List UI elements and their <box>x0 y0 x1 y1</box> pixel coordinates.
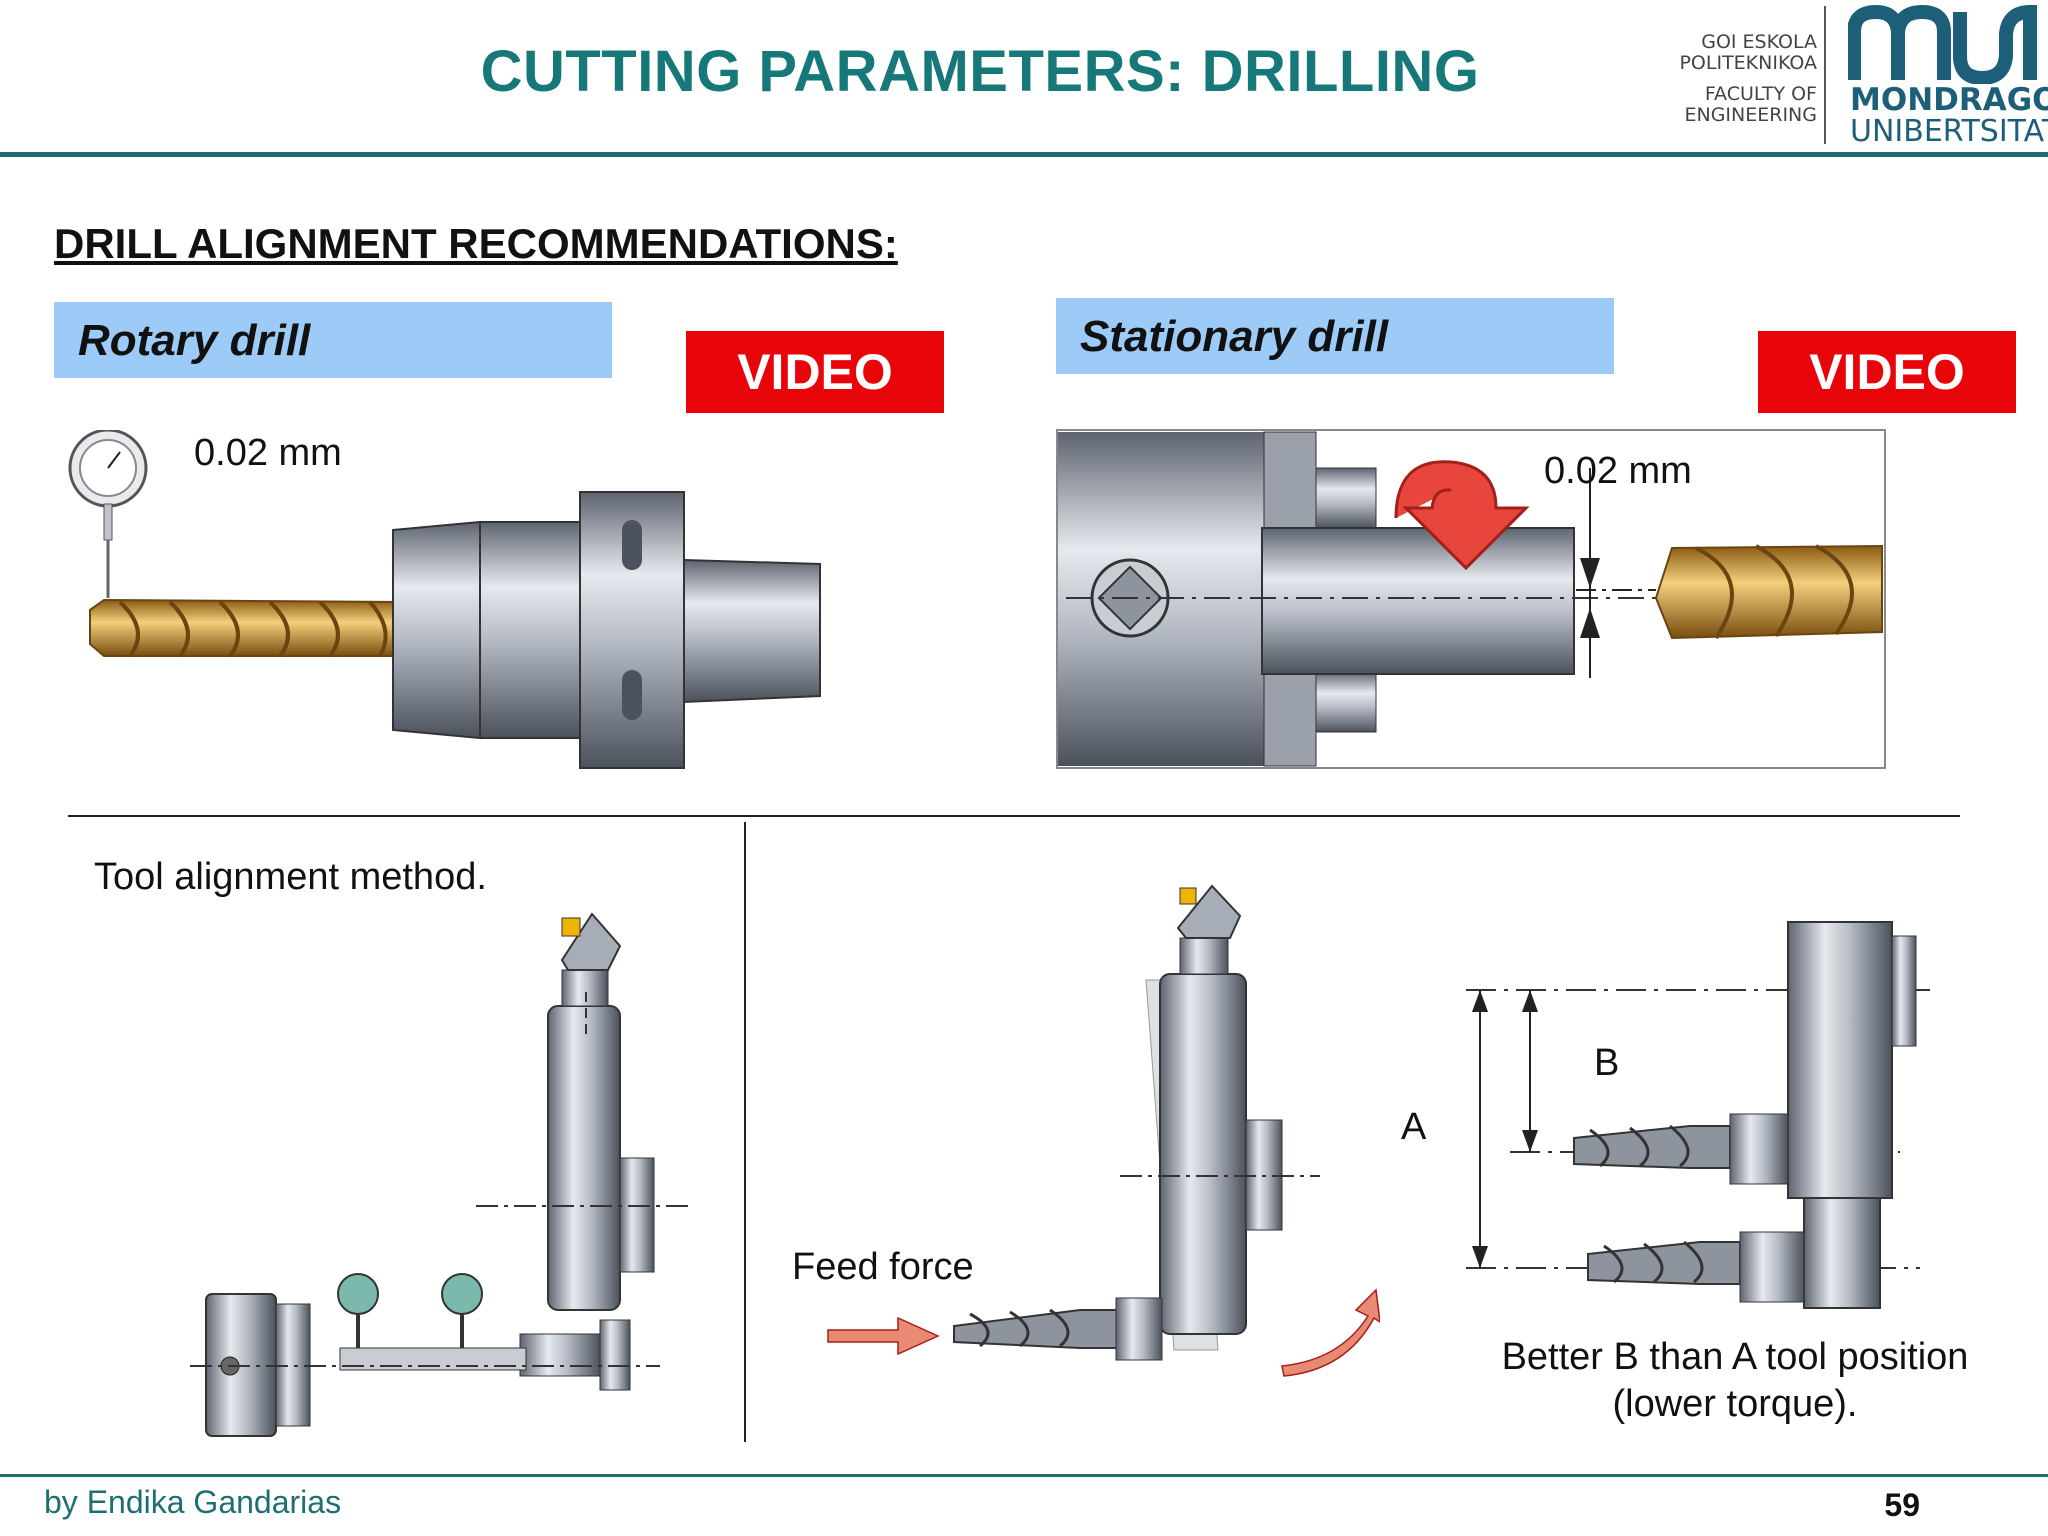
stationary-drill-label-box: Stationary drill <box>1056 298 1614 374</box>
tool-position-illustration <box>1466 921 1930 1309</box>
tool-holder-icon <box>392 491 821 769</box>
rotary-tolerance: 0.02 mm <box>194 432 342 474</box>
feed-force-arrow-icon <box>827 1316 940 1356</box>
twist-drill-icon <box>1654 544 1883 640</box>
tool-position-caption-line-1: Better B than A tool position <box>1501 1336 1969 1378</box>
feed-force-label: Feed force <box>792 1246 974 1288</box>
horizontal-divider <box>68 815 1960 817</box>
faculty-logo-text: GOI ESKOLA POLITEKNIKOA FACULTY OF ENGIN… <box>1665 32 1817 126</box>
dial-gauge-icon <box>68 430 148 598</box>
dial-gauge-icon <box>441 1273 483 1348</box>
torque-arrow-icon <box>1281 1288 1380 1377</box>
university-name: MONDRAGON <box>1850 82 2048 118</box>
header-divider <box>0 152 2048 157</box>
logo-divider <box>1824 6 1826 144</box>
section-heading: DRILL ALIGNMENT RECOMMENDATIONS: <box>54 220 898 267</box>
twist-drill-icon <box>89 598 401 658</box>
logo-line-3: FACULTY OF <box>1704 83 1817 105</box>
tool-position-caption-line-2: (lower torque). <box>1612 1383 1858 1425</box>
logo-line-4: ENGINEERING <box>1684 104 1817 126</box>
dial-gauge-icon <box>337 1273 379 1348</box>
footer-divider <box>0 1474 2048 1477</box>
stationary-drill-label: Stationary drill <box>1080 312 1389 361</box>
rotary-video-button[interactable]: VIDEO <box>686 331 944 413</box>
logo-line-2: POLITEKNIKOA <box>1679 52 1817 74</box>
logo-line-1: GOI ESKOLA <box>1701 31 1817 53</box>
dimension-label-a: A <box>1401 1106 1427 1148</box>
rotation-arrow-icon <box>1394 460 1530 571</box>
mondragon-logo-mark <box>1848 4 2037 84</box>
stationary-video-button[interactable]: VIDEO <box>1758 331 2016 413</box>
rotary-drill-illustration <box>68 430 821 769</box>
page-title: CUTTING PARAMETERS: DRILLING <box>480 39 1480 104</box>
rotary-drill-label-box: Rotary drill <box>54 302 612 378</box>
tool-alignment-illustration <box>190 912 690 1437</box>
feed-force-illustration <box>827 884 1380 1377</box>
dimension-label-b: B <box>1594 1042 1620 1084</box>
indexable-drill-icon <box>1573 1113 1789 1185</box>
rotary-drill-label: Rotary drill <box>78 316 311 365</box>
turret-icon <box>1787 921 1917 1309</box>
stationary-drill-illustration <box>1056 429 1886 769</box>
turret-icon <box>1145 884 1283 1351</box>
tool-alignment-caption: Tool alignment method. <box>94 856 487 898</box>
turret-icon <box>519 912 655 1391</box>
university-sub: UNIBERTSITATEA <box>1850 114 2048 149</box>
footer-author: by Endika Gandarias <box>44 1484 342 1520</box>
page-number: 59 <box>1884 1487 1920 1523</box>
tool-position-caption: Better B than A tool position (lower tor… <box>1460 1336 2010 1426</box>
indexable-drill-icon <box>1587 1231 1805 1303</box>
indexable-drill-icon <box>953 1297 1163 1361</box>
vertical-divider <box>744 822 746 1442</box>
stationary-tolerance: 0.02 mm <box>1544 450 1692 492</box>
